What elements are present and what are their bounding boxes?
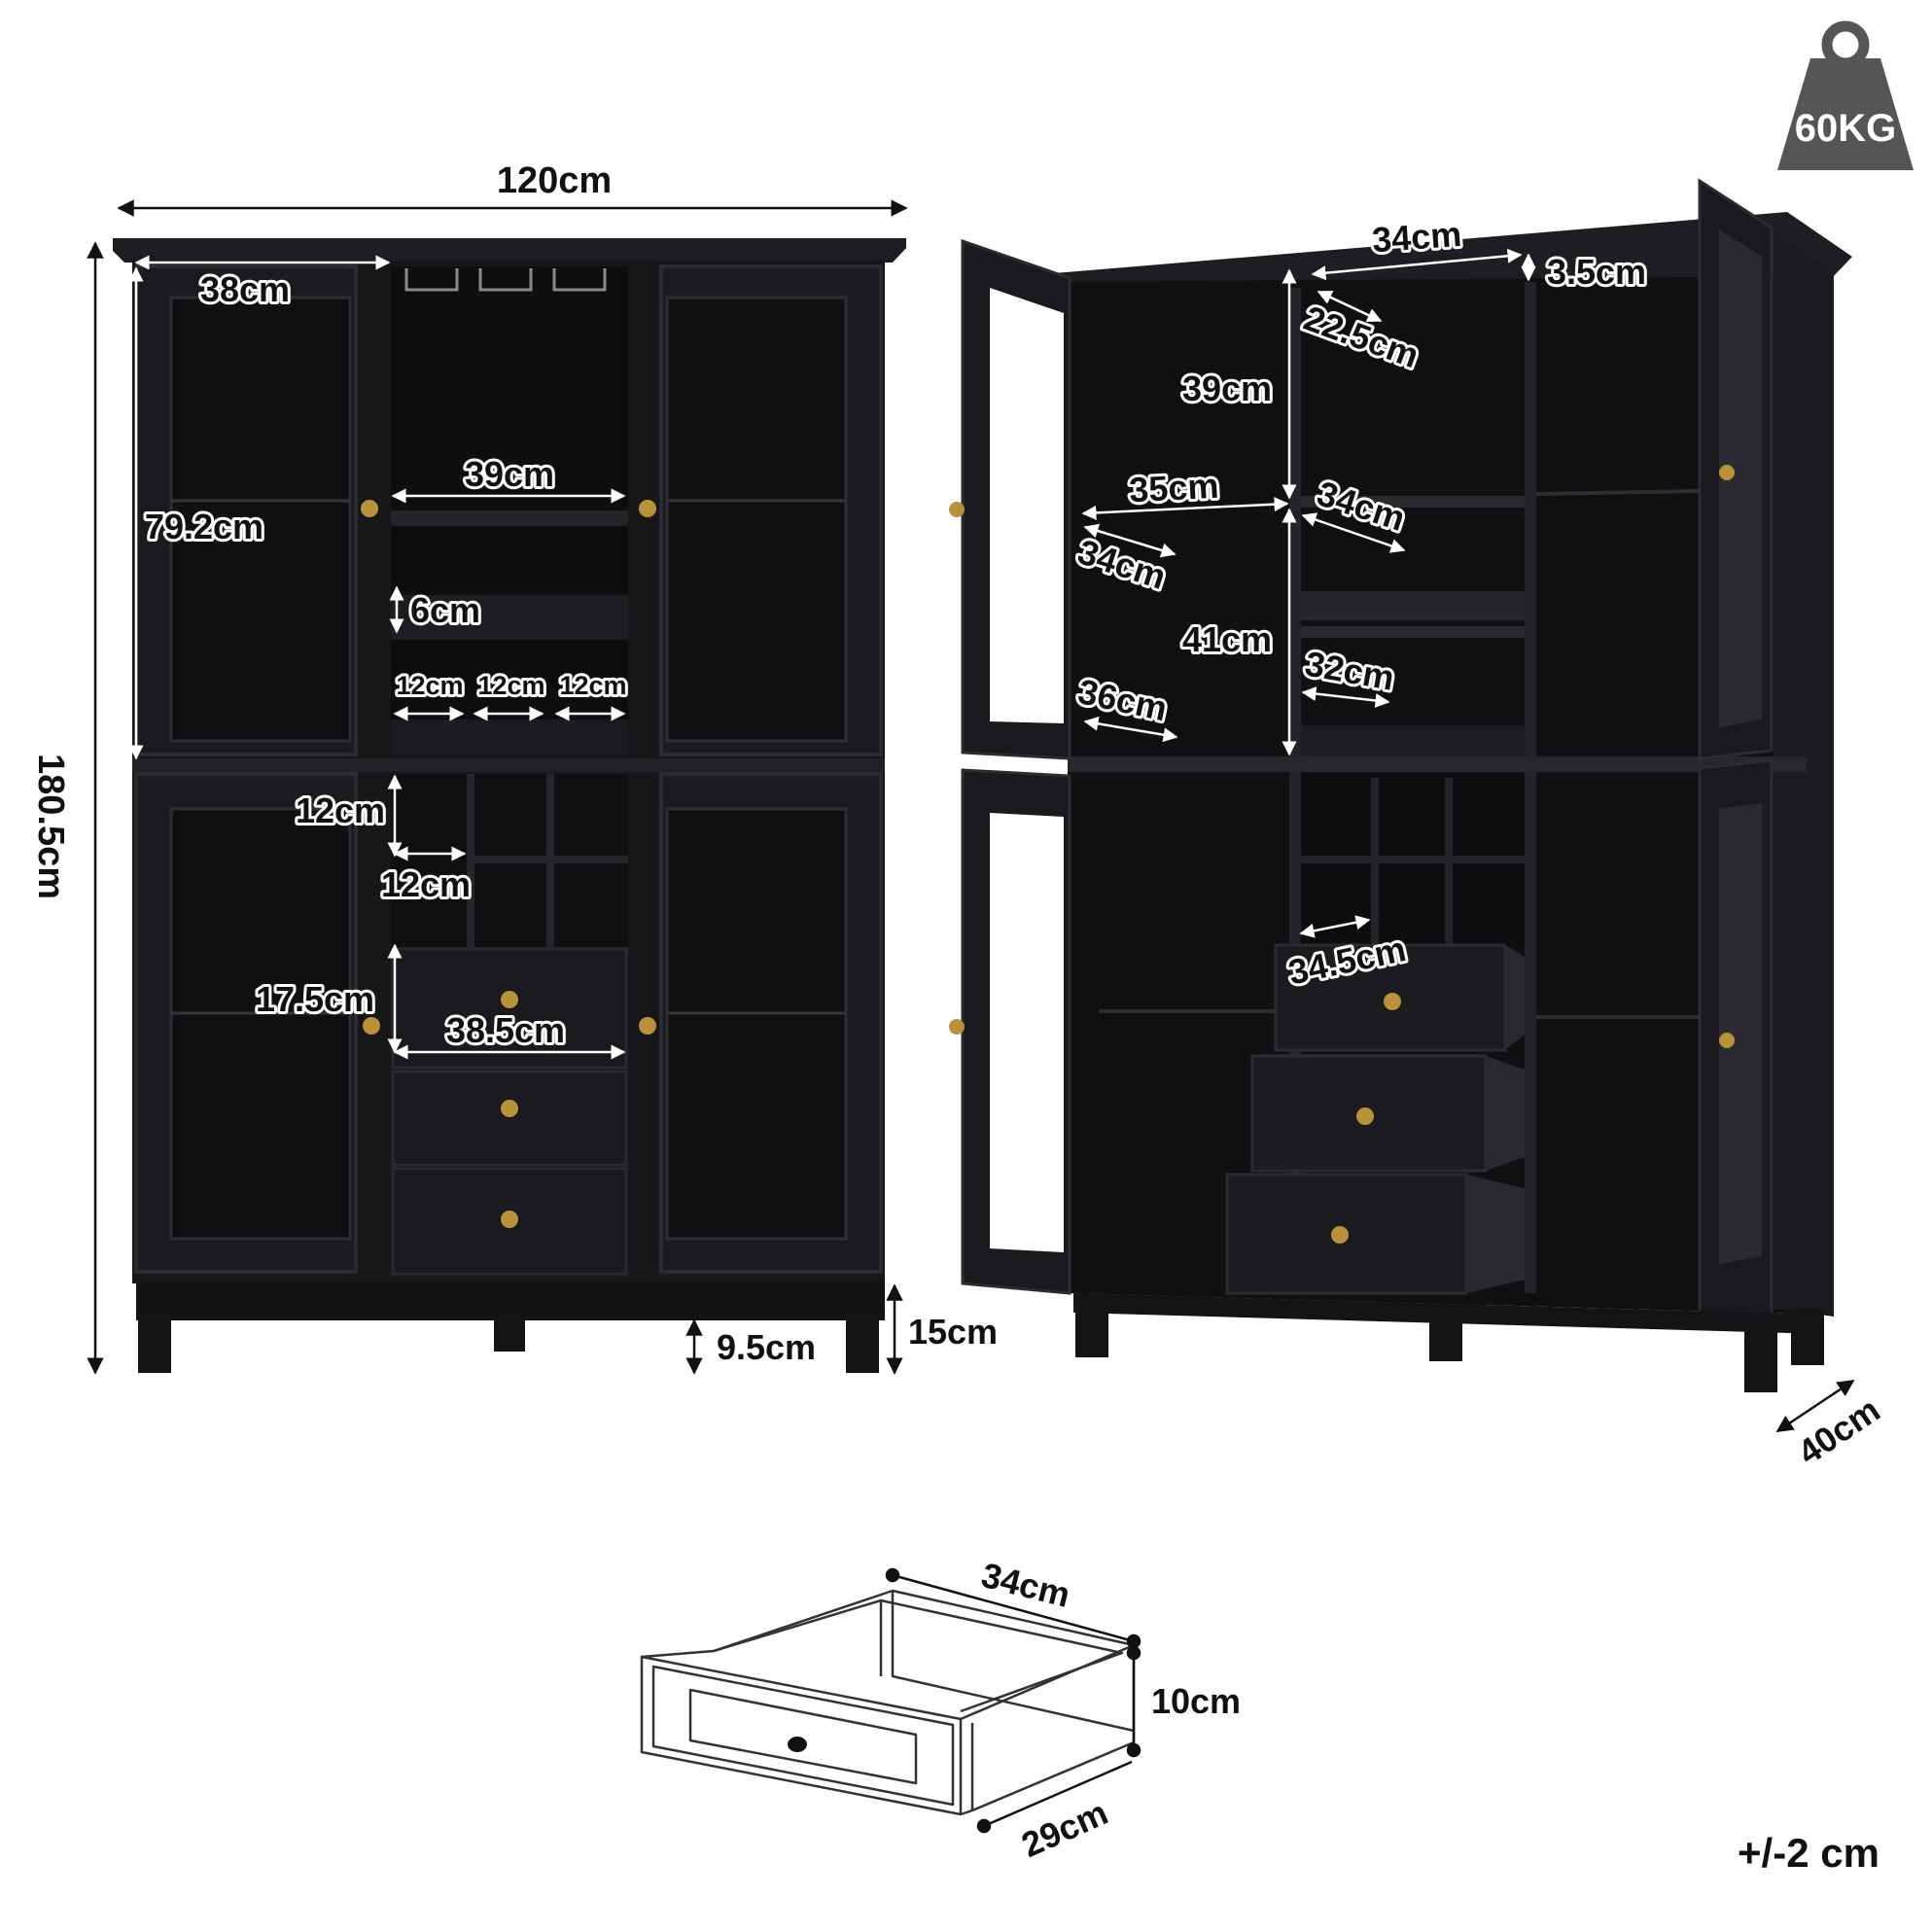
- knob-icon: [639, 1017, 656, 1035]
- weight-icon: [1777, 20, 1914, 170]
- rack-slot-2-label: 12cm: [477, 671, 544, 700]
- front-inner-dimension-lines: [128, 255, 626, 1060]
- drawer-length-label: 34cm: [977, 1555, 1073, 1615]
- knob-icon: [361, 500, 378, 517]
- knob-icon: [1356, 1107, 1374, 1125]
- knob-icon: [949, 1019, 965, 1035]
- base-height-label: 15cm: [908, 1312, 998, 1352]
- drawer-height-label: 10cm: [1151, 1681, 1241, 1721]
- depth-dimension-line: [1775, 1379, 1855, 1433]
- knob-icon: [501, 1211, 518, 1228]
- knob-icon: [1384, 993, 1401, 1010]
- upper-height-label: 39cm: [1182, 369, 1272, 408]
- knob-icon: [1719, 465, 1735, 480]
- rack-slot-1-label: 12cm: [396, 671, 463, 700]
- knob-icon: [501, 1100, 518, 1117]
- cubby-width-label: 12cm: [381, 864, 471, 904]
- drawer-knob-hole-icon: [788, 1737, 807, 1752]
- knob-icon: [1719, 1033, 1735, 1048]
- front-view-cabinet: [113, 238, 906, 1373]
- knob-icon: [949, 502, 965, 517]
- knob-icon: [639, 500, 656, 517]
- knob-icon: [1331, 1226, 1349, 1244]
- cubby-height-label: 12cm: [296, 790, 385, 830]
- shelf-gap-label: 6cm: [410, 590, 480, 630]
- leg-height-label: 9.5cm: [717, 1327, 816, 1367]
- glass-rack-width-label: 34cm: [1371, 214, 1463, 260]
- glass-rack-height-label: 3.5cm: [1547, 252, 1646, 292]
- drawer-width-label: 38.5cm: [446, 1010, 565, 1050]
- side-shelf-width-label: 35cm: [1128, 466, 1219, 510]
- drawer-width-label: 29cm: [1016, 1792, 1114, 1865]
- knob-icon: [501, 991, 518, 1008]
- front-dimension-lines: [87, 199, 908, 1375]
- drawer-dimension-lines: [885, 1567, 1142, 1834]
- lower-height-label: 41cm: [1182, 619, 1272, 659]
- knob-icon: [363, 1017, 380, 1035]
- tolerance-label: +/-2 cm: [1738, 1830, 1879, 1876]
- overall-height-label: 180.5cm: [30, 754, 71, 899]
- door-height-label: 79.2cm: [145, 507, 263, 546]
- weight-label: 60KG: [1795, 107, 1897, 150]
- drawer-detail: [640, 1589, 1136, 1816]
- overall-depth-label: 40cm: [1790, 1389, 1886, 1472]
- door-width-label: 38cm: [200, 269, 290, 309]
- open-inner-dimension-lines: [1081, 248, 1536, 938]
- open-view-cabinet: [949, 178, 1852, 1392]
- upper-shelf-width-label: 39cm: [465, 454, 554, 494]
- rack-slot-3-label: 12cm: [559, 671, 626, 700]
- overall-width-label: 120cm: [497, 160, 612, 201]
- drawer-height-label: 17.5cm: [256, 979, 374, 1019]
